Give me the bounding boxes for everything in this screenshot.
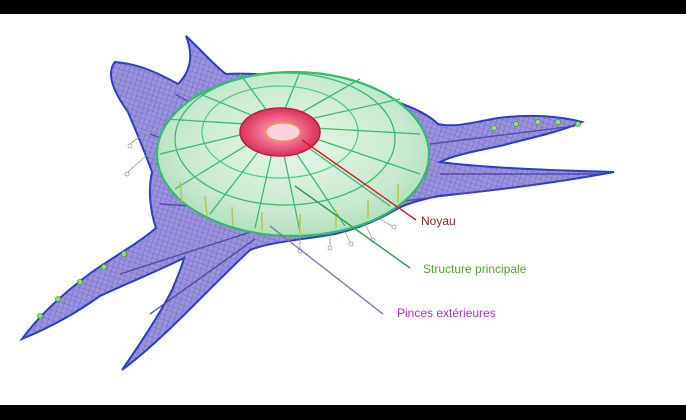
noyau-label: Noyau bbox=[421, 214, 456, 228]
dome-struts bbox=[179, 181, 399, 236]
noyau-leader-line bbox=[301, 139, 417, 221]
structure-principale-label: Structure principale bbox=[423, 262, 527, 276]
core-inner bbox=[265, 122, 301, 142]
structure-diagram bbox=[19, 35, 615, 371]
structure-leader-line bbox=[294, 185, 411, 269]
support-nodes bbox=[37, 119, 581, 319]
diagram-canvas: Noyau Structure principale Pinces extéri… bbox=[0, 14, 686, 405]
pinces-leader-line bbox=[269, 225, 384, 315]
pinces-exterieures-label: Pinces extérieures bbox=[397, 306, 496, 320]
